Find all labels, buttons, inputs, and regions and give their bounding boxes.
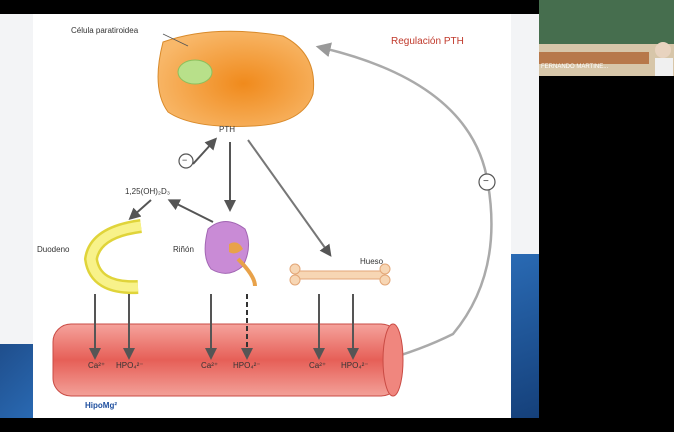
top-black-bar	[0, 0, 674, 14]
presentation-slide: Célula paratiroidea Regulación PTH PTH 1…	[0, 14, 539, 418]
phosphate-label-1: HPO₄²⁻	[116, 361, 144, 370]
minus-sign-1: −	[182, 155, 188, 165]
participant-name: FERNANDO MARTINE...	[541, 64, 609, 70]
cell-nucleus	[177, 59, 213, 85]
phosphate-label-2: HPO₄²⁻	[233, 361, 261, 370]
blood-vessel	[52, 323, 400, 397]
vitamin-d-label: 1,25(OH)₂D₃	[125, 187, 171, 196]
rinon-label: Riñón	[173, 245, 194, 254]
calcium-label-1: Ca²⁺	[88, 361, 106, 370]
minus-sign-2: −	[483, 176, 489, 187]
inhibit-circle-1	[178, 153, 194, 169]
calcium-label-3: Ca²⁺	[309, 361, 327, 370]
hueso-label: Hueso	[360, 257, 384, 266]
bottom-black-bar	[0, 418, 674, 432]
inhibit-circle-2	[478, 173, 496, 191]
bone-shape	[294, 270, 386, 280]
parathyroid-cell	[157, 30, 315, 127]
phosphate-label-3: HPO₄²⁻	[341, 361, 369, 370]
video-frame	[539, 0, 674, 76]
cell-label: Célula paratiroidea	[71, 26, 139, 35]
duodeno-label: Duodeno	[37, 245, 70, 254]
slide-controls[interactable]: ◦ ◦ ◦ ◦ ◦ ◦	[4, 416, 29, 418]
calcium-label-2: Ca²⁺	[201, 361, 219, 370]
figure-graphics	[52, 30, 496, 397]
pth-label: PTH	[219, 125, 235, 134]
participant-video[interactable]	[539, 0, 674, 76]
hypomagnesemia-label: HipoMg²	[85, 401, 117, 410]
pth-regulation-figure: Célula paratiroidea Regulación PTH PTH 1…	[33, 14, 511, 418]
slide-title: Regulación PTH	[391, 36, 464, 47]
